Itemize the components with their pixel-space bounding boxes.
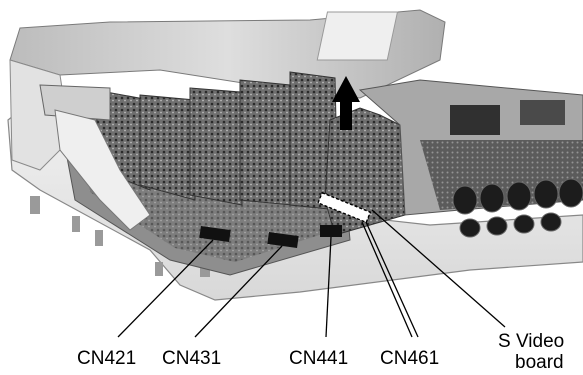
leader-lines	[117, 209, 506, 338]
label-s-video-board: board	[515, 352, 564, 373]
pull-up-arrow	[332, 76, 360, 130]
side-slot	[155, 262, 163, 276]
label-cn421: CN421	[77, 348, 136, 369]
connector-cn431	[267, 231, 299, 249]
connector-cn441	[320, 225, 342, 237]
label-cn441: CN441	[289, 348, 348, 369]
label-cn431: CN431	[162, 348, 221, 369]
flat-cable	[54, 109, 151, 231]
rca-jacks	[452, 178, 583, 238]
side-slot	[95, 230, 103, 246]
label-s-video: S Video	[498, 331, 564, 352]
side-slot	[72, 216, 80, 232]
cover-highlight	[316, 11, 399, 61]
side-slot	[200, 265, 210, 277]
side-slot	[30, 196, 40, 214]
label-cn461: CN461	[380, 348, 439, 369]
right-component	[450, 105, 500, 135]
right-component	[520, 100, 565, 125]
connector-cn421	[199, 225, 231, 243]
connector-cn461	[317, 191, 372, 224]
